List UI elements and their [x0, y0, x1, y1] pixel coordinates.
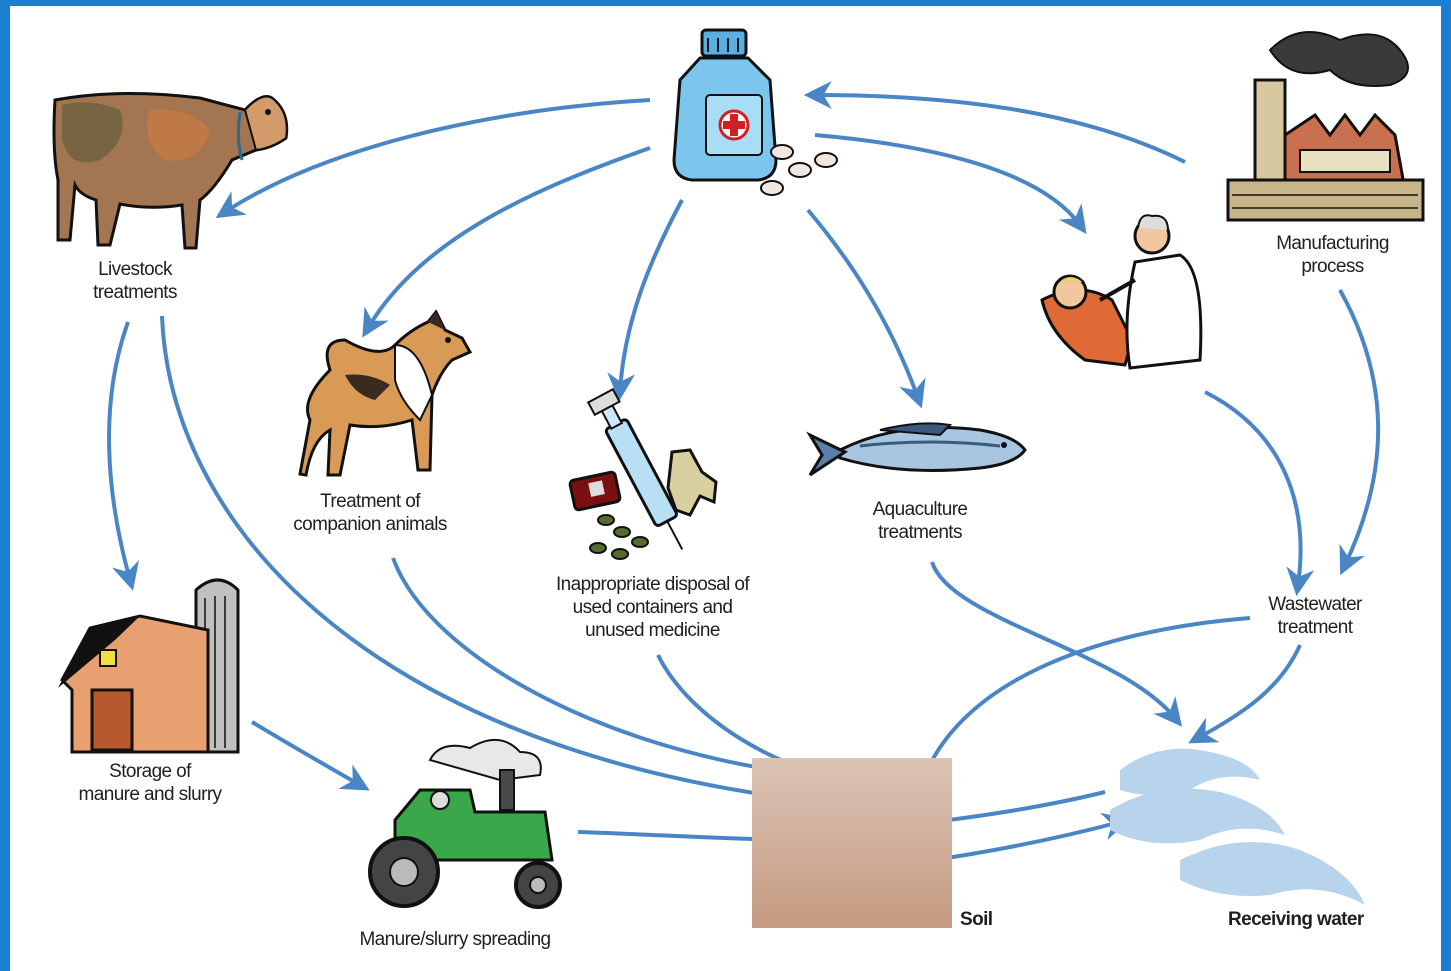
arrow-factory-to-medicine: [803, 81, 1186, 164]
dentist-icon: [1040, 214, 1203, 370]
arrow-dentist-to-wastewater: [1204, 390, 1315, 597]
tractor-icon: [368, 739, 562, 909]
manufacturing-label: Manufacturing process: [1276, 233, 1389, 277]
arrow-aquaculture-to-water: [930, 561, 1183, 727]
disposal-label: Inappropriate disposal of used container…: [555, 574, 750, 641]
soil-label: Soil: [960, 909, 993, 930]
arrow-medicine-to-companion: [362, 146, 651, 338]
cow-icon: [52, 91, 289, 250]
medicine-bottle-icon: [672, 28, 838, 196]
arrow-livestock-to-soil: [160, 315, 800, 810]
water-waves-icon: [1110, 748, 1365, 905]
aquaculture-label: Aquaculture treatments: [872, 499, 968, 543]
soil-block: [752, 758, 952, 928]
arrow-medicine-to-dentist: [814, 133, 1087, 235]
flow-arrows: [107, 81, 1381, 864]
storage-label: Storage of manure and slurry: [78, 761, 223, 805]
syringe-waste-icon: [568, 387, 718, 560]
arrow-livestock-to-storage: [107, 321, 139, 591]
livestock-label: Livestock treatments: [93, 259, 177, 303]
arrow-wastewater-to-water: [1188, 644, 1302, 744]
arrow-factory-to-wastewater: [1338, 289, 1381, 576]
arrow-storage-to-spreading: [250, 720, 370, 791]
arrow-medicine-to-livestock: [215, 98, 651, 219]
arrow-medicine-to-disposal: [607, 199, 684, 402]
dog-icon: [298, 309, 473, 477]
arrow-medicine-to-aquaculture: [806, 208, 926, 409]
arrow-wastewater-to-soil: [909, 616, 1251, 806]
companion-label: Treatment of companion animals: [293, 491, 447, 535]
barn-icon: [58, 578, 240, 754]
spreading-label: Manure/slurry spreading: [359, 929, 551, 950]
wastewater-label: Wastewater treatment: [1268, 594, 1362, 638]
arrow-companion-to-soil: [391, 557, 852, 791]
fish-icon: [806, 422, 1027, 477]
factory-icon: [1226, 31, 1425, 222]
receiving-water-label: Receiving water: [1228, 909, 1364, 930]
